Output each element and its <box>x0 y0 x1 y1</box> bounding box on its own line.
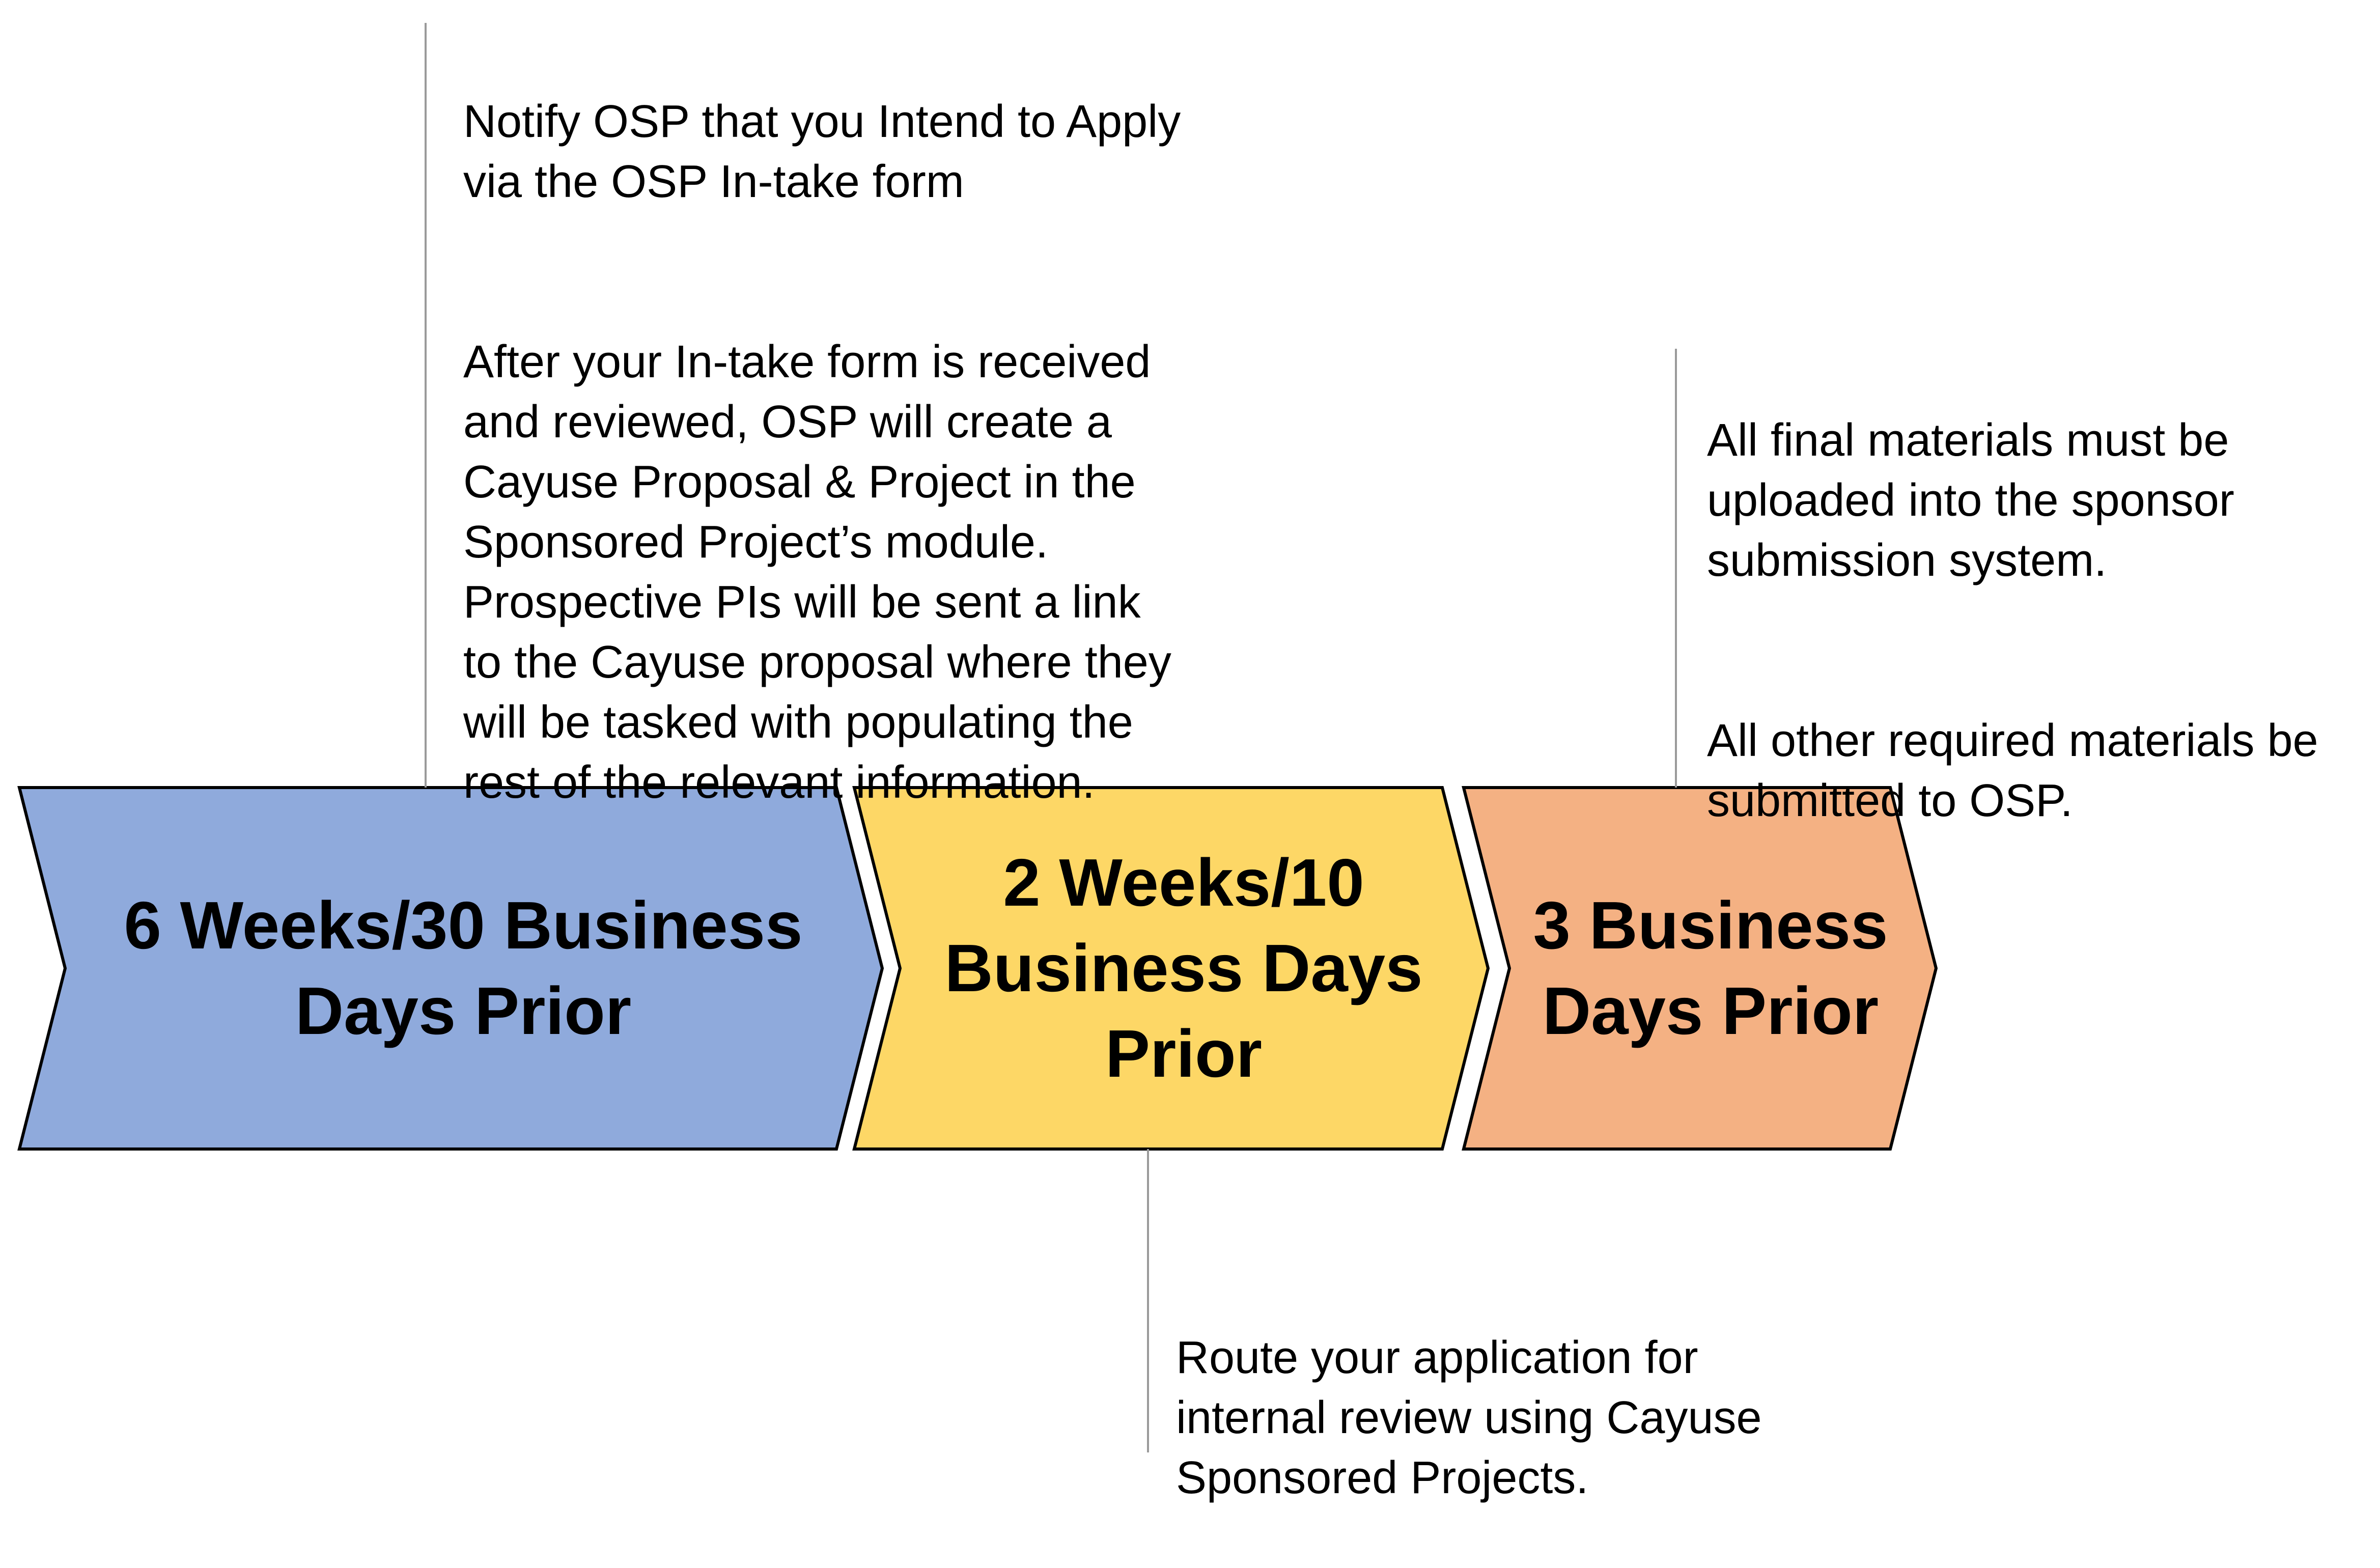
stage-chevron-2-weeks <box>852 786 1490 1151</box>
stage-chevron-3-days <box>1462 786 1938 1151</box>
connector-line-final <box>1675 349 1677 788</box>
timeline-chevrons <box>17 786 1938 1151</box>
stage-label-6-weeks: 6 Weeks/30 Business Days Prior <box>66 788 860 1149</box>
annotation-final-osp: All other required materials be submitte… <box>1707 715 2318 826</box>
stage-label-3-days: 3 Business Days Prior <box>1507 788 1914 1149</box>
annotation-intake: Notify OSP that you Intend to Apply via … <box>463 32 1278 873</box>
annotation-routing-text: Route your application for internal revi… <box>1176 1332 1762 1503</box>
stage-chevron-6-weeks <box>17 786 884 1151</box>
annotation-final: All final materials must be uploaded int… <box>1707 350 2369 891</box>
stage-label-2-weeks: 2 Weeks/10 Business Days Prior <box>901 788 1466 1149</box>
stage-label-line: 3 Business <box>1533 888 1888 963</box>
annotation-intake-notify: Notify OSP that you Intend to Apply via … <box>463 96 1181 207</box>
connector-line-intake <box>425 23 427 788</box>
stage-label-line: Business Days <box>944 931 1423 1005</box>
stage-label-line: Days Prior <box>295 973 632 1048</box>
stage-label-line: Prior <box>1105 1016 1263 1091</box>
annotation-final-upload: All final materials must be uploaded int… <box>1707 415 2234 586</box>
stage-label-line: 6 Weeks/30 Business <box>124 888 803 963</box>
annotation-intake-details: After your In-take form is received and … <box>463 337 1171 808</box>
connector-line-routing <box>1147 1149 1149 1452</box>
stage-label-line: Days Prior <box>1542 973 1879 1048</box>
stage-label-line: 2 Weeks/10 <box>1003 845 1364 920</box>
annotation-routing: Route your application for internal revi… <box>1176 1268 1889 1568</box>
